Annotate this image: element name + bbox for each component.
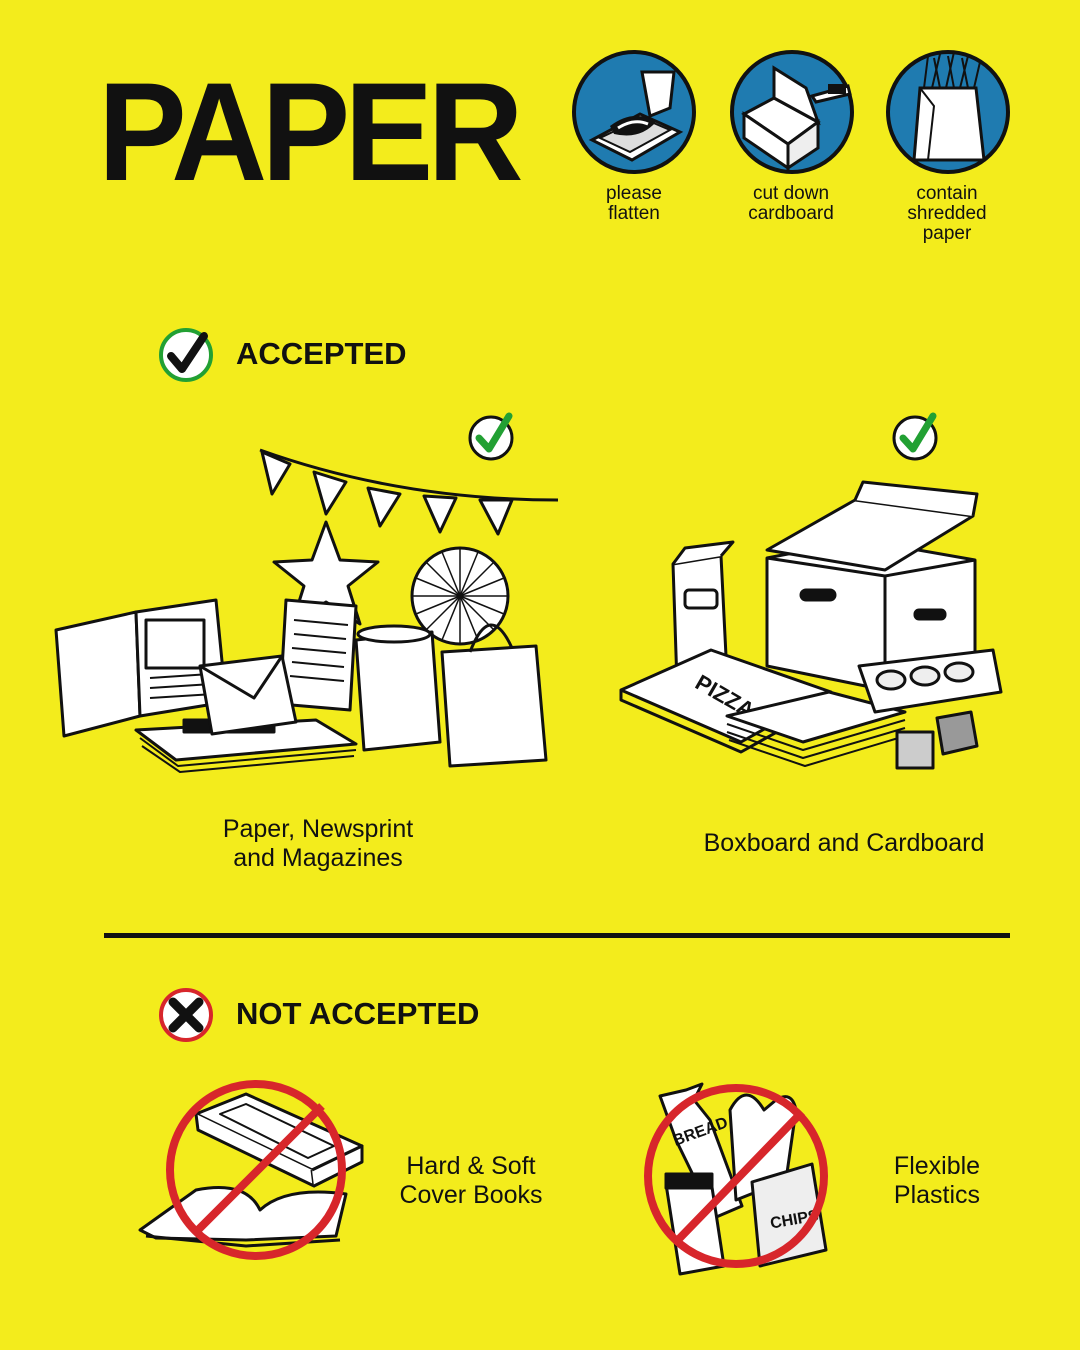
flatten-icon: [572, 50, 696, 174]
cut-cardboard-icon: [730, 50, 854, 174]
tip-label-shredded: contain shredded paper: [907, 183, 987, 244]
section-divider: [104, 933, 1010, 938]
tip-flatten: [570, 48, 698, 181]
shredded-paper-bag-icon: [886, 50, 1010, 174]
cardboard-illustration: PIZZA: [619, 480, 1003, 770]
not-accepted-heading: NOT ACCEPTED: [236, 996, 480, 1031]
accepted-check-icon: [159, 328, 213, 382]
paper-check-icon: [468, 412, 514, 461]
cardboard-check-icon: [892, 412, 938, 461]
tip-shredded-paper: [884, 48, 1012, 181]
paper-illustration: [54, 448, 559, 773]
flexible-plastics-label: Flexible Plastics: [893, 1152, 981, 1209]
boxboard-cardboard-label: Boxboard and Cardboard: [703, 829, 985, 857]
plastics-no-sign-icon: BREAD CHIPS: [644, 1082, 828, 1276]
not-accepted-x-icon: [159, 988, 213, 1042]
accepted-heading: ACCEPTED: [236, 336, 407, 371]
books-label: Hard & Soft Cover Books: [399, 1152, 543, 1209]
tip-cut-cardboard: [728, 48, 856, 181]
tip-label-flatten: please flatten: [606, 183, 662, 224]
page-title: PAPER: [98, 53, 524, 210]
books-no-sign-icon: [138, 1080, 364, 1260]
tip-label-cut-cardboard: cut down cardboard: [748, 183, 834, 224]
paper-newsprint-label: Paper, Newsprint and Magazines: [222, 815, 414, 872]
